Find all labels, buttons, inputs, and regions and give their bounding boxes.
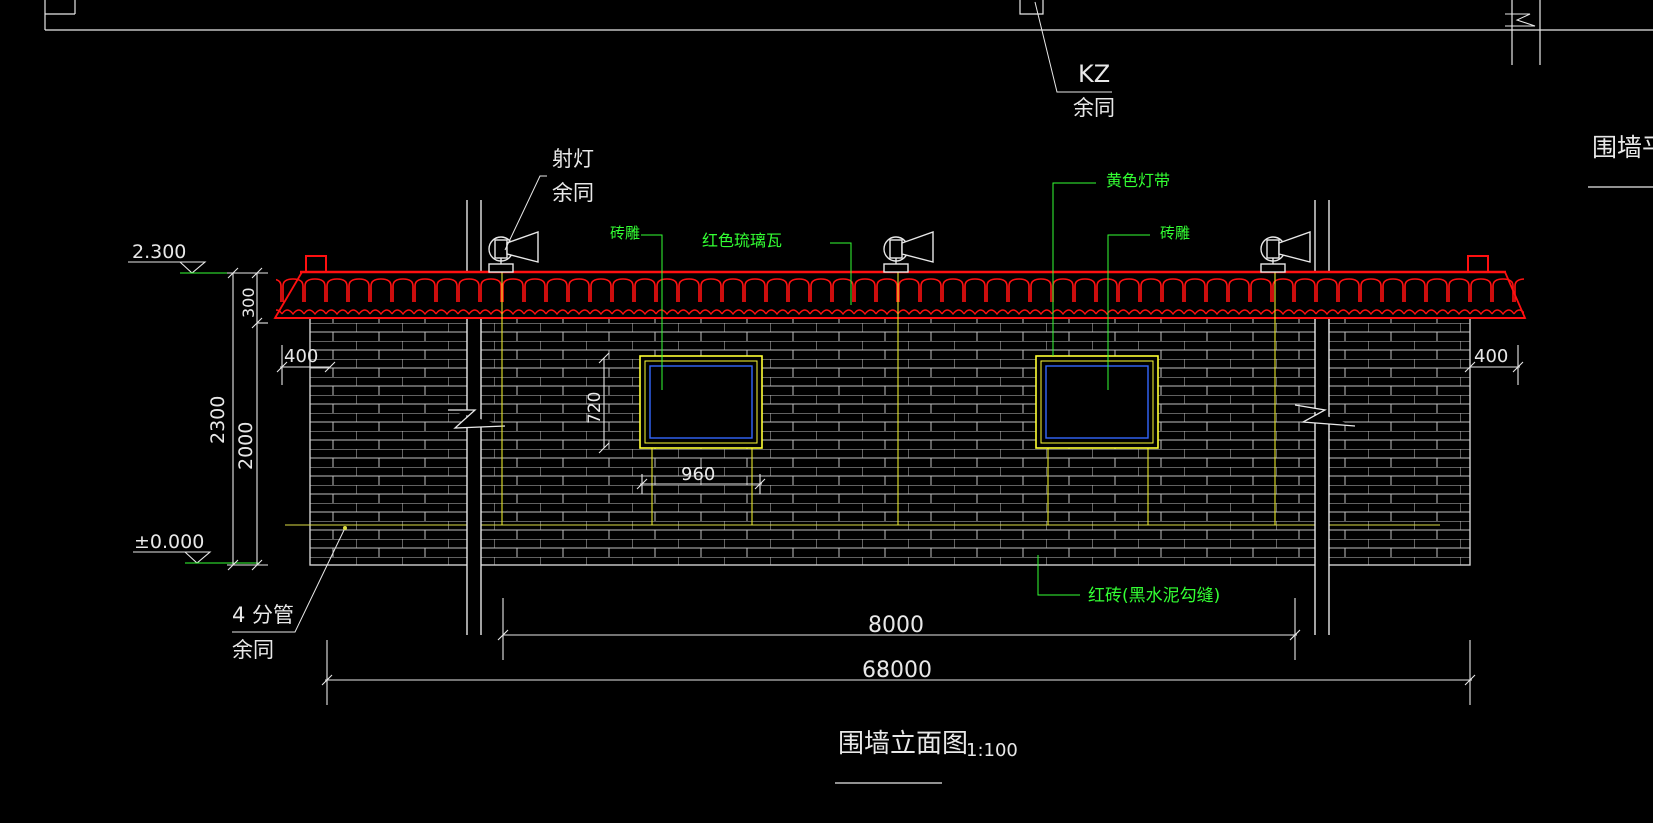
drawing-title: 围墙立面图 [838,729,968,759]
brick-carving-right-label: 砖雕 [1160,224,1190,242]
drawing-title-block: 围墙立面图 1:100 [835,729,1018,784]
vertical-dimensions [227,267,268,571]
dim-left-offset: 400 [284,346,318,367]
pipe-callout: 4 分管 余同 [232,526,347,662]
dim-pillar-span: 8000 [868,613,924,638]
level-marker-ground: ±0.000 [133,531,260,564]
yellow-light-strip-callout: 黄色灯带 [1052,171,1170,356]
kz-callout: KZ 余同 [1034,1,1115,120]
red-brick-label: 红砖(黑水泥勾缝) [1088,586,1220,606]
red-glazed-tile-label: 红色琉璃瓦 [702,231,782,250]
offset-dimension-left [276,345,336,385]
level-marker-top: 2.300 [128,241,260,274]
spotlight-icon [488,231,539,273]
total-length-dimension [321,640,1476,705]
red-brick-callout: 红砖(黑水泥勾缝) [1037,555,1220,606]
yellow-light-strip-label: 黄色灯带 [1106,171,1170,190]
glazed-tile-roof [273,255,1527,319]
drawing-scale: 1:100 [966,740,1018,761]
pillar-span-dimension [497,598,1301,660]
plan-title-text: 围墙平 [1592,133,1653,162]
level-top-label: 2.300 [132,241,186,263]
kz-note: 余同 [1073,96,1115,120]
dim-right-offset: 400 [1474,346,1508,367]
window-dimensions [598,352,766,494]
brick-wall [309,304,1471,566]
dim-roof-height: 300 [239,287,258,318]
dim-total-length: 68000 [862,658,932,683]
brick-carving-left-callout: 砖雕 [610,224,663,390]
brick-carving-left-label: 砖雕 [610,224,640,242]
plan-title-partial: 围墙平 [1588,133,1653,188]
yellow-light-strips [501,265,1276,525]
red-glazed-tile-callout: 红色琉璃瓦 [702,231,852,305]
spotlight-icon [1260,231,1311,273]
ridge-end-left [305,255,327,273]
spotlight-icon [883,231,934,273]
dim-wall-height: 2000 [235,422,257,470]
kz-label: KZ [1078,60,1110,88]
pipe-label: 4 分管 [232,603,294,627]
dim-window-width: 960 [681,464,715,485]
window-left [639,355,763,449]
pipe-note: 余同 [232,638,274,662]
window-right [1035,355,1159,449]
brick-carving-right-callout: 砖雕 [1107,224,1190,390]
ridge-end-right [1467,255,1489,273]
spotlight-note: 余同 [552,181,594,205]
dim-total-height: 2300 [207,396,229,444]
offset-dimension-right [1464,345,1524,385]
plan-fragment [44,0,1653,65]
spotlight-label: 射灯 [552,147,594,171]
level-ground-label: ±0.000 [134,531,204,553]
dim-window-height: 720 [585,392,605,424]
spotlight-callout: 射灯 余同 [504,147,594,251]
